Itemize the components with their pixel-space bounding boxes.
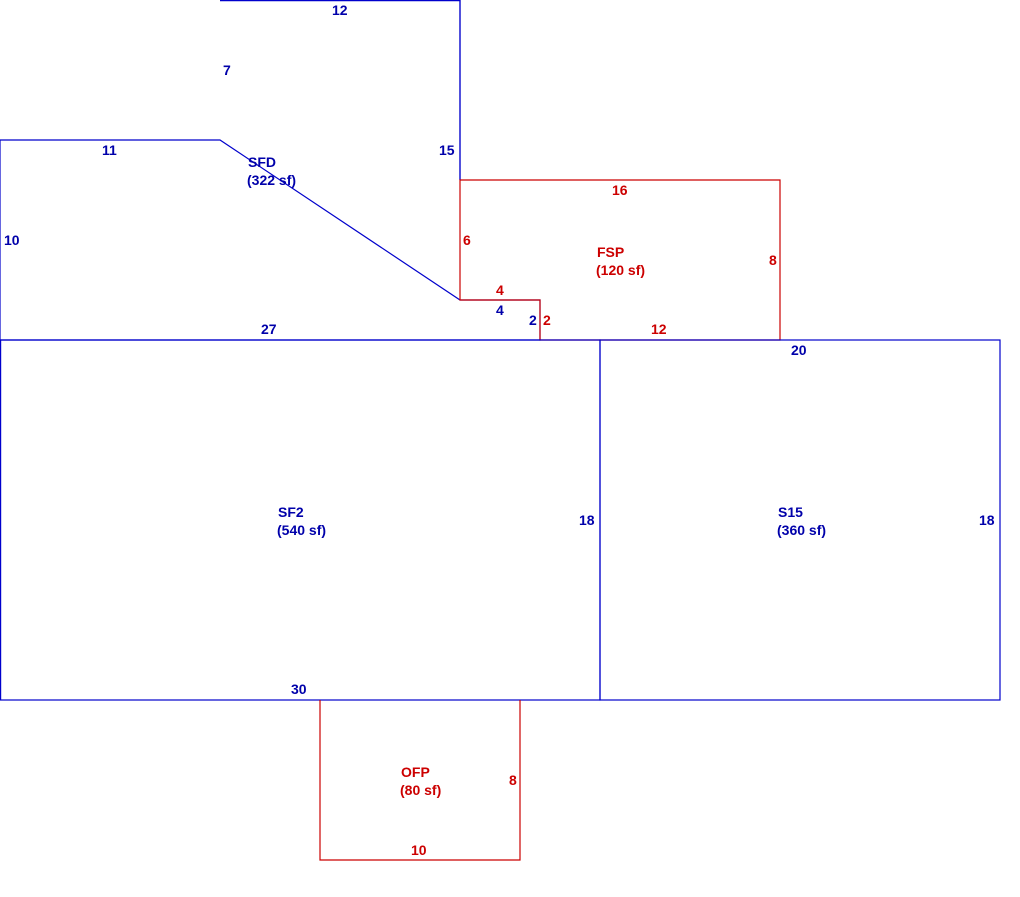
sf2-name: SF2 bbox=[278, 504, 304, 520]
dim-sfd-left-top: 11 bbox=[102, 142, 117, 158]
dim-sf2-right: 18 bbox=[579, 512, 595, 528]
s15-name: S15 bbox=[778, 504, 803, 520]
sfd-outline bbox=[0, 0, 541, 341]
sfd-area: (322 sf) bbox=[247, 172, 296, 188]
dim-fsp-left: 6 bbox=[463, 232, 471, 248]
dim-ofp-right: 8 bbox=[509, 772, 517, 788]
s15-area: (360 sf) bbox=[777, 522, 826, 538]
dim-sfd-bottom: 27 bbox=[261, 321, 277, 337]
fsp-outline bbox=[459, 179, 781, 341]
dim-sf2-bottom: 30 bbox=[291, 681, 307, 697]
sf2-area: (540 sf) bbox=[277, 522, 326, 538]
dim-fsp-notch-side: 2 bbox=[543, 312, 551, 328]
fsp-name: FSP bbox=[597, 244, 624, 260]
s15-outline bbox=[599, 339, 1001, 701]
ofp-area: (80 sf) bbox=[400, 782, 441, 798]
fsp-area: (120 sf) bbox=[596, 262, 645, 278]
dim-sfd-left: 10 bbox=[4, 232, 20, 248]
dim-fsp-bottom: 12 bbox=[651, 321, 667, 337]
ofp-outline bbox=[319, 700, 521, 861]
dim-ofp-bottom: 10 bbox=[411, 842, 427, 858]
dim-sfd-top: 12 bbox=[332, 2, 348, 18]
ofp-name: OFP bbox=[401, 764, 430, 780]
dim-fsp-notch-top: 4 bbox=[496, 282, 504, 298]
sfd-name: SFD bbox=[248, 154, 276, 170]
dim-fsp-top: 16 bbox=[612, 182, 628, 198]
dim-s15-top: 20 bbox=[791, 342, 807, 358]
dim-s15-right: 18 bbox=[979, 512, 995, 528]
dim-sfd-notch-side: 7 bbox=[223, 62, 231, 78]
sf2-outline bbox=[0, 339, 601, 701]
dim-fsp-right: 8 bbox=[769, 252, 777, 268]
dim-sfd-notch-bottom: 4 bbox=[496, 302, 504, 318]
dim-sfd-notch-right: 2 bbox=[529, 312, 537, 328]
dim-sfd-right: 15 bbox=[439, 142, 455, 158]
